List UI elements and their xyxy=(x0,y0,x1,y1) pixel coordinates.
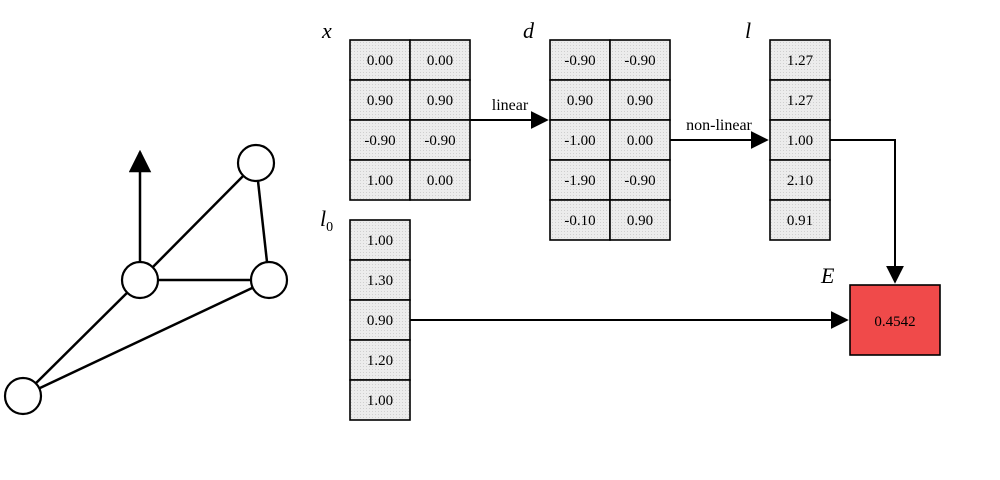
matrix-cell-value: -0.90 xyxy=(624,173,655,189)
matrix-cell-value: 0.90 xyxy=(367,93,393,109)
matrix-cell xyxy=(349,79,411,121)
matrix-cell-value: 1.30 xyxy=(367,273,393,289)
matrix-cell-value: -0.90 xyxy=(564,53,595,69)
graph-edge xyxy=(254,162,271,281)
matrix-cell-value: 0.00 xyxy=(427,53,453,69)
graph-node xyxy=(249,260,289,300)
result-value: 0.4542 xyxy=(874,314,915,330)
label-l: l xyxy=(745,18,751,43)
matrix-cell-value: 0.90 xyxy=(367,313,393,329)
graph-edge xyxy=(22,278,270,398)
matrix-cell-value: -0.90 xyxy=(624,53,655,69)
matrix-l: 1.27 1.27 1.00 2.10 0.91 xyxy=(769,39,831,241)
matrix-cell xyxy=(349,339,411,381)
matrix-cell-value: 1.00 xyxy=(367,173,393,189)
arrow-nonlinear-label: non-linear xyxy=(686,117,752,134)
matrix-cell xyxy=(409,119,471,161)
matrix-cell-value: 0.90 xyxy=(627,93,653,109)
matrix-cell xyxy=(609,199,671,241)
matrix-cell xyxy=(609,119,671,161)
matrix-l0: 1.00 1.30 0.90 1.20 1.00 xyxy=(349,219,411,421)
matrix-cell-value: 2.10 xyxy=(787,173,813,189)
matrix-cell-value: 0.00 xyxy=(427,173,453,189)
matrix-cell xyxy=(769,199,831,241)
matrix-cell-value: 1.20 xyxy=(367,353,393,369)
matrix-cell xyxy=(349,119,411,161)
matrix-cell-value: 0.90 xyxy=(427,93,453,109)
graph-node xyxy=(120,260,160,300)
matrix-cell-value: -0.90 xyxy=(424,133,455,149)
matrix-cell-value: -1.00 xyxy=(564,133,595,149)
label-e: E xyxy=(820,263,835,288)
matrix-x: 0.00 0.00 0.90 0.90 -0.90 -0.90 1.00 0.00 xyxy=(349,39,471,201)
graph-edge xyxy=(22,279,141,397)
matrix-cell-value: 0.91 xyxy=(787,213,813,229)
matrix-cell-value: -1.90 xyxy=(564,173,595,189)
matrix-cell-value: 1.00 xyxy=(367,233,393,249)
matrix-cell-value: 1.27 xyxy=(787,53,814,69)
result-box xyxy=(849,284,941,356)
matrix-cell-value: 1.00 xyxy=(787,133,813,149)
label-l0: l0 xyxy=(320,206,333,235)
graph-edge xyxy=(139,162,257,281)
matrix-cell-value: 1.27 xyxy=(787,93,814,109)
matrix-d: -0.90 -0.90 0.90 0.90 -1.00 0.00 -1.90 -0.90 -0.… xyxy=(549,39,671,241)
matrix-cell xyxy=(609,39,671,81)
matrix-cell xyxy=(609,79,671,121)
matrix-cell-value: 0.90 xyxy=(567,93,593,109)
mesh-graph xyxy=(3,143,289,416)
graph-node xyxy=(3,376,43,416)
arrow-l-to-e xyxy=(830,139,904,284)
label-d: d xyxy=(523,18,535,43)
matrix-cell xyxy=(549,79,611,121)
matrix-cell-value: 0.00 xyxy=(627,133,653,149)
matrix-cell-value: -0.90 xyxy=(364,133,395,149)
label-x: x xyxy=(321,18,332,43)
matrix-cell xyxy=(769,39,831,81)
matrix-cell xyxy=(349,379,411,421)
matrix-cell-value: 0.00 xyxy=(367,53,393,69)
matrix-cell xyxy=(409,159,471,201)
matrix-cell-value: -0.10 xyxy=(564,213,595,229)
matrix-cell xyxy=(549,199,611,241)
matrix-cell xyxy=(409,39,471,81)
graph-node xyxy=(236,143,276,183)
matrix-cell xyxy=(609,159,671,201)
matrix-cell-value: 1.00 xyxy=(367,393,393,409)
arrow-linear-label: linear xyxy=(492,97,529,114)
matrix-cell-value: 0.90 xyxy=(627,213,653,229)
